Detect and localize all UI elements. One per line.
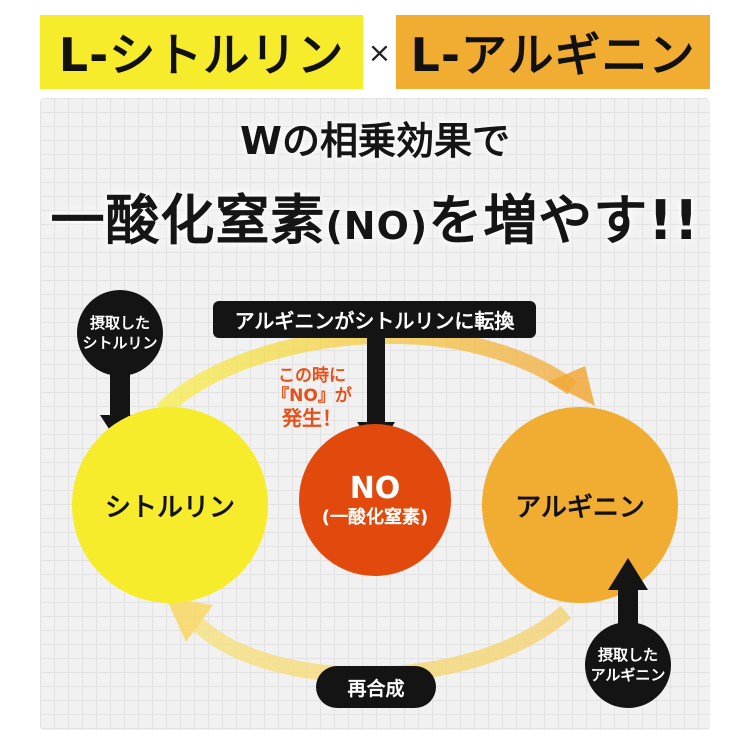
intake-arginine-line1: 摂取した bbox=[597, 646, 658, 664]
intake-arginine-label: 摂取した アルギニン bbox=[585, 638, 671, 692]
note-line2: 『NO』が bbox=[272, 386, 352, 406]
arginine-circle bbox=[482, 407, 678, 603]
conversion-label: アルギニンがシトルリンに転換 bbox=[213, 301, 536, 338]
no-label-line1: NO bbox=[349, 471, 401, 506]
times-sign: × bbox=[367, 35, 392, 69]
no-label: NO (一酸化窒素) bbox=[300, 470, 450, 532]
arginine-label: アルギニン bbox=[515, 492, 645, 523]
headline-increase-no: 一酸化窒素(NO)を増やす!! bbox=[0, 176, 750, 255]
no-generation-note: この時に 『NO』が 発生！ bbox=[257, 366, 367, 430]
intake-citrulline-bubble bbox=[77, 290, 163, 376]
conversion-arrow-shaft bbox=[367, 336, 385, 424]
intake-citrulline-arrow-shaft bbox=[110, 365, 130, 417]
intake-arginine-arrowhead bbox=[608, 558, 648, 590]
note-line1: この時に bbox=[278, 366, 346, 386]
intake-arginine-line2: アルギニン bbox=[590, 666, 666, 684]
note-line3: 発生！ bbox=[282, 406, 342, 430]
citrulline-circle bbox=[72, 407, 268, 603]
intake-arginine-bubble bbox=[585, 622, 671, 708]
intake-citrulline-label: 摂取した シトルリン bbox=[77, 306, 163, 360]
banner-citrulline: L-シトルリン bbox=[40, 15, 363, 89]
cycle-arrowhead-bottom bbox=[166, 598, 213, 642]
citrulline-label: シトルリン bbox=[104, 492, 235, 523]
intake-citrulline-line2: シトルリン bbox=[82, 334, 158, 352]
headline-no-term: 一酸化窒素 bbox=[50, 189, 326, 252]
intake-citrulline-line1: 摂取した bbox=[89, 314, 150, 332]
resynthesis-label: 再合成 bbox=[316, 666, 436, 708]
headline-increase: を増やす!! bbox=[428, 189, 700, 252]
no-circle bbox=[299, 424, 451, 576]
headline-no-paren: (NO) bbox=[325, 204, 429, 248]
no-label-line2: (一酸化窒素) bbox=[321, 507, 429, 528]
headline-synergy: Wの相乗効果で bbox=[240, 119, 510, 163]
banner-arginine: L-アルギニン bbox=[396, 15, 710, 89]
cycle-arrowhead-top bbox=[548, 366, 595, 406]
